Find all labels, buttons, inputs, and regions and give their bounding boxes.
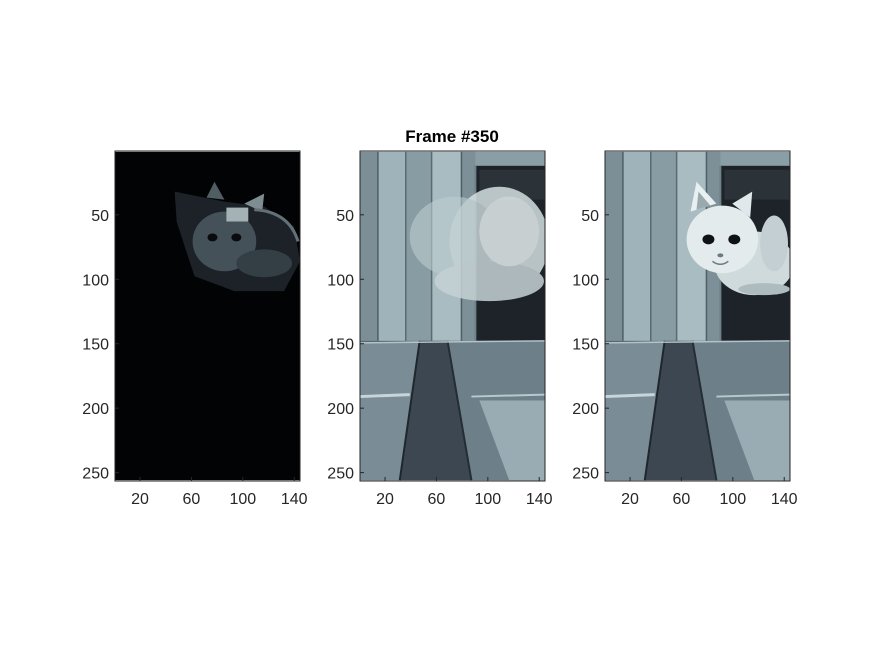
y-tick-label: 250 <box>572 466 599 483</box>
x-tick-label: 100 <box>474 491 501 508</box>
axes-box <box>114 150 301 482</box>
x-tick-label: 60 <box>673 491 691 508</box>
y-tick-label: 50 <box>91 208 109 225</box>
blurred-cat <box>409 186 545 302</box>
x-tick-label: 140 <box>281 491 308 508</box>
panel-original-frame <box>359 150 546 482</box>
y-tick-label: 100 <box>82 272 109 289</box>
y-tick-label: 150 <box>327 337 354 354</box>
y-tick-label: 250 <box>82 466 109 483</box>
tick-layer: 20 60 100 140 50 100 150 200 250 20 60 100 140 50 100 1… <box>82 208 797 508</box>
y-tick-label: 150 <box>82 337 109 354</box>
cat-silhouette <box>174 181 300 292</box>
y-tick-label: 100 <box>327 272 354 289</box>
y-tick-label: 50 <box>336 208 354 225</box>
x-tick-label: 20 <box>621 491 639 508</box>
figure-title: Frame #350 <box>405 127 499 146</box>
axes-box <box>604 150 791 482</box>
y-tick-label: 200 <box>327 401 354 418</box>
y-tick-label: 200 <box>572 401 599 418</box>
axes-box <box>359 150 546 482</box>
image-reconstructed-frame <box>605 151 790 481</box>
x-tick-label: 140 <box>771 491 798 508</box>
x-tick-label: 60 <box>428 491 446 508</box>
y-tick-label: 100 <box>572 272 599 289</box>
cat <box>686 181 790 296</box>
x-tick-label: 100 <box>719 491 746 508</box>
x-tick-label: 60 <box>183 491 201 508</box>
x-tick-label: 100 <box>229 491 256 508</box>
x-tick-label: 20 <box>131 491 149 508</box>
panel-reconstructed-frame <box>604 150 791 482</box>
y-tick-label: 50 <box>581 208 599 225</box>
x-tick-label: 140 <box>526 491 553 508</box>
image-original-frame <box>360 151 545 481</box>
panel-sparse-foreground <box>114 150 301 482</box>
x-tick-label: 20 <box>376 491 394 508</box>
y-tick-label: 200 <box>82 401 109 418</box>
image-sparse-foreground <box>115 151 300 481</box>
y-tick-label: 150 <box>572 337 599 354</box>
y-tick-label: 250 <box>327 466 354 483</box>
